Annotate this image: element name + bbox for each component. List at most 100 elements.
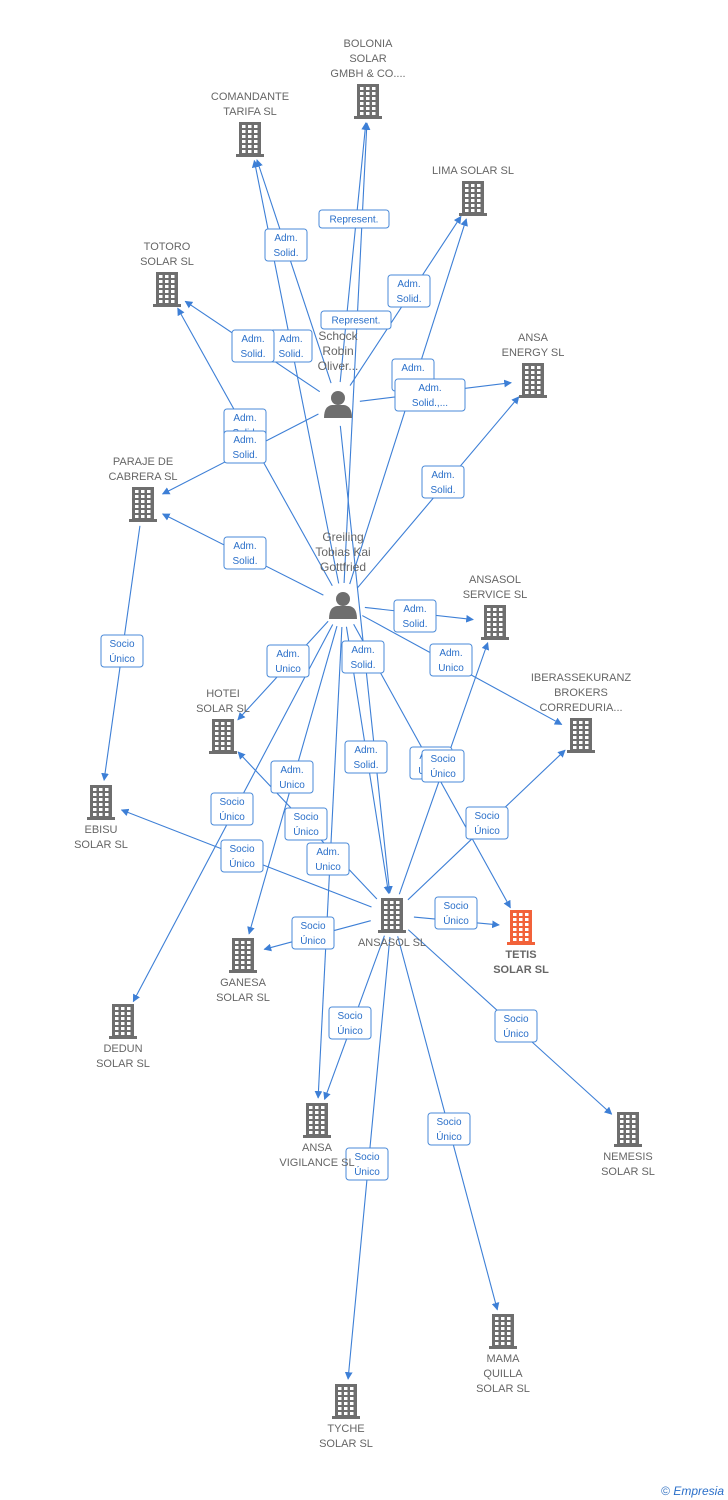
edge-label-text: Socio xyxy=(503,1014,528,1025)
building-icon xyxy=(109,1004,137,1039)
edge-label-schock-ansaenergy[interactable]: Adm.Solid.,... xyxy=(394,378,466,412)
edge-label-text: Adm. xyxy=(279,334,302,345)
edge-label-text: Socio xyxy=(337,1011,362,1022)
edge-label-box xyxy=(320,310,392,330)
edge-label-text: Adm. xyxy=(280,765,303,776)
footer-brand[interactable]: © Empresia xyxy=(661,1484,724,1498)
edge-label-text: Adm. xyxy=(274,233,297,244)
node-label: ANSA xyxy=(302,1142,333,1154)
edge-label-schock-bolonia[interactable]: Represent. xyxy=(318,209,390,229)
edge-label-text: Represent. xyxy=(330,215,379,226)
edge-label-text: Socio xyxy=(219,797,244,808)
edge-label-text: Único xyxy=(300,934,326,947)
node-label: LIMA SOLAR SL xyxy=(432,165,514,177)
node-label: HOTEI xyxy=(206,688,240,700)
edge-label-box xyxy=(210,792,254,826)
edge-label-box xyxy=(306,842,350,876)
edge-label-text: Solid. xyxy=(430,485,455,496)
edge-label-text: Socio xyxy=(354,1152,379,1163)
node-label: SOLAR SL xyxy=(476,1383,530,1395)
node-paraje[interactable]: PARAJE DE CABRERA SL xyxy=(108,456,178,522)
edge-label-schock-lima[interactable]: Adm.Solid. xyxy=(387,274,431,308)
edge-label-text: Adm. xyxy=(316,847,339,858)
node-label: ANSASOL SL xyxy=(358,937,426,949)
edge-label-box xyxy=(318,209,390,229)
edge-label-text: Solid. xyxy=(350,660,375,671)
node-label: SOLAR SL xyxy=(493,964,549,976)
node-label: SOLAR SL xyxy=(74,839,128,851)
edge-label-greiling-comandante[interactable]: Adm.Solid. xyxy=(269,329,313,363)
node-ansasol[interactable]: ANSASOL SL xyxy=(358,898,426,949)
node-lima[interactable]: LIMA SOLAR SL xyxy=(432,165,514,216)
edge-label-greiling-bolonia[interactable]: Represent. xyxy=(320,310,392,330)
edge-label-greiling-ansavigilance[interactable]: Adm.Unico xyxy=(306,842,350,876)
edge-label-text: Adm. xyxy=(233,435,256,446)
node-label: TYCHE xyxy=(327,1423,364,1435)
edge-label-box xyxy=(421,749,465,783)
node-label: IBERASSEKURANZ xyxy=(531,672,632,684)
edge-label-text: Adm. xyxy=(233,541,256,552)
edge-label-text: Solid. xyxy=(353,760,378,771)
node-label: CABRERA SL xyxy=(108,471,177,483)
edge-label-box xyxy=(344,740,388,774)
node-label: ENERGY SL xyxy=(502,347,565,359)
edge-label-box xyxy=(434,896,478,930)
edge-label-greiling-paraje[interactable]: Adm.Solid. xyxy=(223,536,267,570)
edge-label-greiling-iberassekuranz[interactable]: Adm.Unico xyxy=(429,643,473,677)
edge-label-text: Único xyxy=(293,825,319,838)
edge-label-schock-comandante[interactable]: Adm.Solid. xyxy=(264,228,308,262)
edge-label-text: Socio xyxy=(293,812,318,823)
edge-label-text: Único xyxy=(443,914,469,927)
node-iberassekuranz[interactable]: IBERASSEKURANZBROKERSCORREDURIA... xyxy=(531,672,632,753)
node-label: GANESA xyxy=(220,977,267,989)
building-icon xyxy=(519,363,547,398)
building-icon xyxy=(332,1384,360,1419)
edge-label-greiling-ansasolservice[interactable]: Adm.Solid. xyxy=(393,599,437,633)
edge-label-text: Socio xyxy=(443,901,468,912)
edge-label-greiling-ganesa[interactable]: Adm.Unico xyxy=(270,760,314,794)
edge-label-text: Adm. xyxy=(431,470,454,481)
edge-label-greiling-ansasol[interactable]: Adm.Solid. xyxy=(341,640,385,674)
building-icon xyxy=(459,181,487,216)
edge-label-text: Adm. xyxy=(241,334,264,345)
edge-label-text: Represent. xyxy=(332,316,381,327)
edge-label-schock-totoro[interactable]: Adm.Solid. xyxy=(231,329,275,363)
edge-label-greiling-hotei[interactable]: Adm.Unico xyxy=(266,644,310,678)
building-icon xyxy=(489,1314,517,1349)
node-schock[interactable]: SchockRobinOliver... xyxy=(318,329,359,418)
edge-label-text: Solid. xyxy=(232,450,257,461)
edge-label-box xyxy=(421,465,465,499)
edge-label-schock-ansasol[interactable]: Adm.Solid. xyxy=(344,740,388,774)
node-label: PARAJE DE xyxy=(113,456,173,468)
edge-label-schock-paraje[interactable]: Adm. Solid. xyxy=(223,430,267,464)
edge-label-text: Socio xyxy=(430,754,455,765)
edge-label-greiling-ansaenergy[interactable]: Adm. Solid. xyxy=(421,465,465,499)
